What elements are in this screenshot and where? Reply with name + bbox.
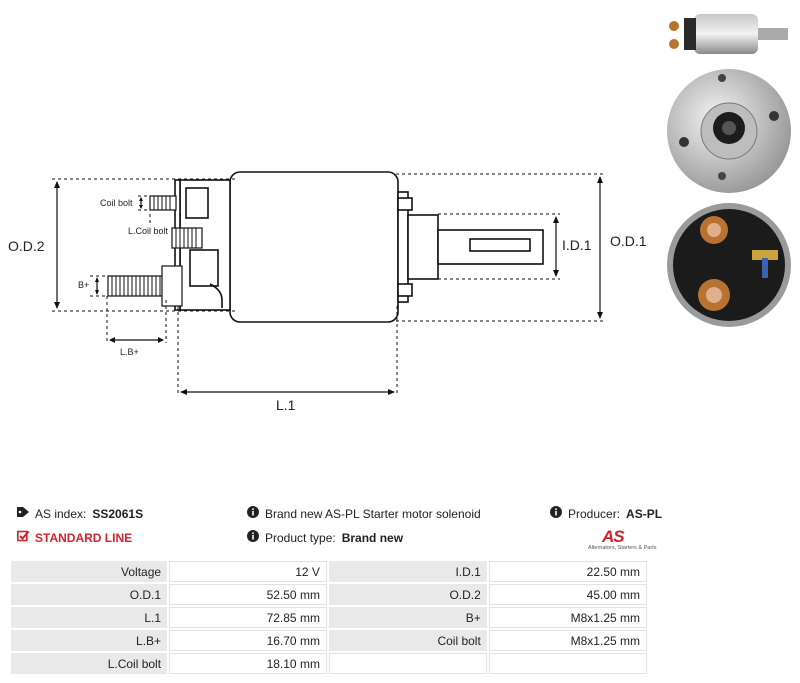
as-index-label: AS index: [35,506,87,521]
spec-value: M8x1.25 mm [488,630,647,651]
info-icon [247,530,259,545]
description-text: Brand new AS-PL Starter motor solenoid [265,506,481,521]
spec-value: 12 V [169,561,327,582]
spec-value: 72.85 mm [169,607,327,628]
table-row: L.Coil bolt 18.10 mm [11,653,647,674]
table-row: L.1 72.85 mm B+ M8x1.25 mm [11,607,647,628]
spec-label: B+ [328,607,487,628]
logo-subtitle: Alternators, Starters & Parts [588,545,657,551]
label-coil-bolt: Coil bolt [100,198,133,208]
spec-label: L.B+ [11,630,168,651]
producer-row: Producer: AS-PL [550,506,662,521]
label-lcoil-bolt: L.Coil bolt [128,226,169,236]
label-bplus: B+ [78,280,89,290]
producer-value: AS-PL [626,506,663,521]
label-id1: I.D.1 [562,237,592,253]
spec-value: 16.70 mm [169,630,327,651]
product-type-row: Product type: Brand new [247,530,403,545]
standard-line-label: STANDARD LINE [35,530,133,545]
standard-line-row: STANDARD LINE [17,530,132,545]
product-photo-back [667,203,791,327]
logo-mark: AS [602,527,625,546]
label-od1: O.D.1 [610,233,647,249]
as-pl-logo: AS Alternators, Starters & Parts [588,527,656,553]
spec-label: I.D.1 [328,561,487,582]
info-icon [550,506,562,521]
product-type-label: Product type: [265,530,336,545]
table-row: Voltage 12 V I.D.1 22.50 mm [11,561,647,582]
technical-drawing: O.D.2 O.D.1 I.D.1 L.1 Coil bolt L.Coil b… [8,171,647,413]
label-od2: O.D.2 [8,238,45,254]
spec-label: O.D.2 [328,584,487,605]
spec-empty [488,653,647,674]
product-type-value: Brand new [341,530,404,545]
checkbox-icon [17,530,29,545]
product-photo-front [667,69,791,193]
spec-label: L.Coil bolt [11,653,168,674]
spec-label: Voltage [11,561,168,582]
info-icon [247,506,259,521]
spec-value: 52.50 mm [169,584,327,605]
spec-value: 18.10 mm [169,653,327,674]
spec-label: O.D.1 [11,584,168,605]
as-index-value: SS2061S [92,506,144,521]
spec-label: L.1 [11,607,168,628]
label-l1: L.1 [276,397,296,413]
tag-icon [17,506,29,521]
spec-label: Coil bolt [328,630,487,651]
table-row: O.D.1 52.50 mm O.D.2 45.00 mm [11,584,647,605]
spec-value: M8x1.25 mm [488,607,647,628]
spec-value: 22.50 mm [488,561,647,582]
table-row: L.B+ 16.70 mm Coil bolt M8x1.25 mm [11,630,647,651]
producer-label: Producer: [568,506,621,521]
product-photo-side [669,14,788,54]
spec-value: 45.00 mm [488,584,647,605]
as-index-row: AS index: SS2061S [17,506,143,521]
label-lbplus: L.B+ [120,347,139,357]
specs-table: Voltage 12 V I.D.1 22.50 mm O.D.1 52.50 … [9,559,649,676]
spec-empty [328,653,487,674]
description-row: Brand new AS-PL Starter motor solenoid [247,506,481,521]
